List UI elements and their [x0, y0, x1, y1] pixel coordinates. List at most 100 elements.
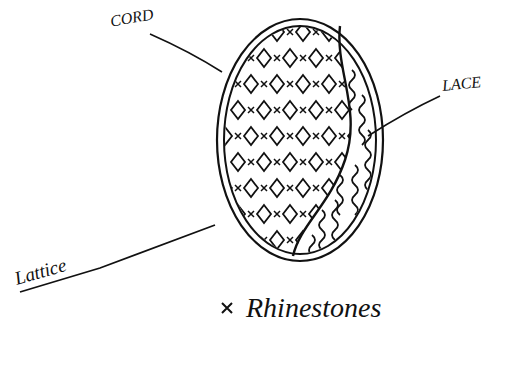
- lattice-diamond: [231, 49, 245, 67]
- cord-leader: [150, 34, 222, 72]
- lace-swirl: [365, 130, 371, 190]
- lattice-diamond: [309, 101, 323, 119]
- lattice-diamond: [218, 75, 232, 93]
- rhinestone-mark: [378, 107, 384, 113]
- rhinestone-mark: [235, 133, 241, 139]
- lattice-diamond: [296, 179, 310, 197]
- rhinestone-mark: [300, 107, 306, 113]
- rhinestone-mark: [287, 237, 293, 243]
- lattice-diamond: [296, 75, 310, 93]
- lattice-diamond: [257, 153, 271, 171]
- lattice-diamond: [244, 75, 258, 93]
- lattice-diamond: [218, 127, 232, 145]
- lattice-diamond: [257, 49, 271, 67]
- cord-label: CORD: [109, 6, 155, 29]
- lattice-diamond: [309, 49, 323, 67]
- lattice-diamond: [231, 153, 245, 171]
- lattice-pattern: [218, 23, 384, 249]
- rhinestone-mark: [261, 81, 267, 87]
- rhinestone-mark: [261, 29, 267, 35]
- rhinestone-mark: [235, 237, 241, 243]
- lace-edge: [293, 26, 351, 256]
- rhinestone-mark: [378, 159, 384, 165]
- lattice-diamond: [348, 23, 362, 41]
- rhinestone-mark: [365, 237, 371, 243]
- lace-swirl: [319, 210, 325, 270]
- lattice-label: Lattice: [12, 255, 68, 288]
- lace-swirl: [337, 175, 343, 215]
- lattice-diamond: [218, 23, 232, 41]
- lattice-diamond: [218, 179, 232, 197]
- lattice-diamond: [270, 23, 284, 41]
- rhinestone-mark: [313, 29, 319, 35]
- lattice-diamond: [361, 49, 375, 67]
- lattice-diamond: [296, 127, 310, 145]
- rhinestone-mark: [313, 185, 319, 191]
- lattice-diamond: [270, 127, 284, 145]
- rhinestone-mark: [365, 29, 371, 35]
- rhinestone-mark: [235, 81, 241, 87]
- rhinestone-mark: [300, 159, 306, 165]
- lace-leader: [368, 96, 440, 136]
- lattice-diamond: [283, 49, 297, 67]
- lattice-diamond: [335, 101, 349, 119]
- lattice-diamond: [231, 205, 245, 223]
- rhinestone-mark: [352, 55, 358, 61]
- lace-label: LACE: [441, 74, 482, 94]
- rhinestone-mark: [378, 211, 384, 217]
- rhinestone-mark: [339, 237, 345, 243]
- rhinestone-mark: [235, 185, 241, 191]
- rhinestone-mark: [287, 81, 293, 87]
- rhinestone-mark: [261, 133, 267, 139]
- lattice-diamond: [244, 23, 258, 41]
- rhinestone-mark: [248, 107, 254, 113]
- rhinestone-mark: [313, 81, 319, 87]
- rhinestone-mark: [352, 159, 358, 165]
- rhinestone-mark: [378, 55, 384, 61]
- rhinestone-mark: [248, 211, 254, 217]
- lattice-diamond: [322, 23, 336, 41]
- lattice-diamond: [361, 205, 375, 223]
- rhinestone-mark: [287, 133, 293, 139]
- lattice-diamond: [348, 231, 362, 249]
- rhinestone-mark: [235, 29, 241, 35]
- rhinestone-mark: [326, 211, 332, 217]
- lattice-diamond: [296, 23, 310, 41]
- rhinestone-mark: [274, 159, 280, 165]
- lattice-diamond: [270, 179, 284, 197]
- lattice-diamond: [283, 101, 297, 119]
- rhinestone-mark: [300, 55, 306, 61]
- lace-swirl: [359, 95, 365, 145]
- rhinestone-mark: [287, 29, 293, 35]
- rhinestone-mark: [261, 237, 267, 243]
- lattice-diamond: [361, 153, 375, 171]
- rhinestone-mark: [326, 55, 332, 61]
- lattice-diamond: [257, 101, 271, 119]
- lace-pattern: [309, 70, 371, 285]
- lattice-diamond: [283, 153, 297, 171]
- rhinestone-mark: [352, 107, 358, 113]
- rhinestone-mark: [274, 107, 280, 113]
- rhinestone-mark: [300, 211, 306, 217]
- lattice-diamond: [283, 205, 297, 223]
- lattice-diamond: [257, 205, 271, 223]
- rhinestone-mark: [326, 107, 332, 113]
- rhinestone-mark: [365, 81, 371, 87]
- lace-swirl: [309, 235, 315, 285]
- rhinestone-symbol: [218, 299, 236, 317]
- rhinestone-mark: [287, 185, 293, 191]
- rhinestone-mark: [274, 55, 280, 61]
- rhinestone-mark: [274, 211, 280, 217]
- cord-outer: [217, 19, 383, 261]
- lattice-diamond: [322, 75, 336, 93]
- rhinestone-mark: [326, 159, 332, 165]
- rhinestone-mark: [248, 55, 254, 61]
- lattice-diamond: [218, 231, 232, 249]
- lattice-diamond: [309, 153, 323, 171]
- legend-row: Rhinestones: [218, 292, 381, 324]
- rhinestone-mark: [339, 133, 345, 139]
- lattice-diamond: [244, 127, 258, 145]
- rhinestone-mark: [313, 133, 319, 139]
- lace-swirl: [332, 200, 338, 240]
- rhinestone-mark: [261, 185, 267, 191]
